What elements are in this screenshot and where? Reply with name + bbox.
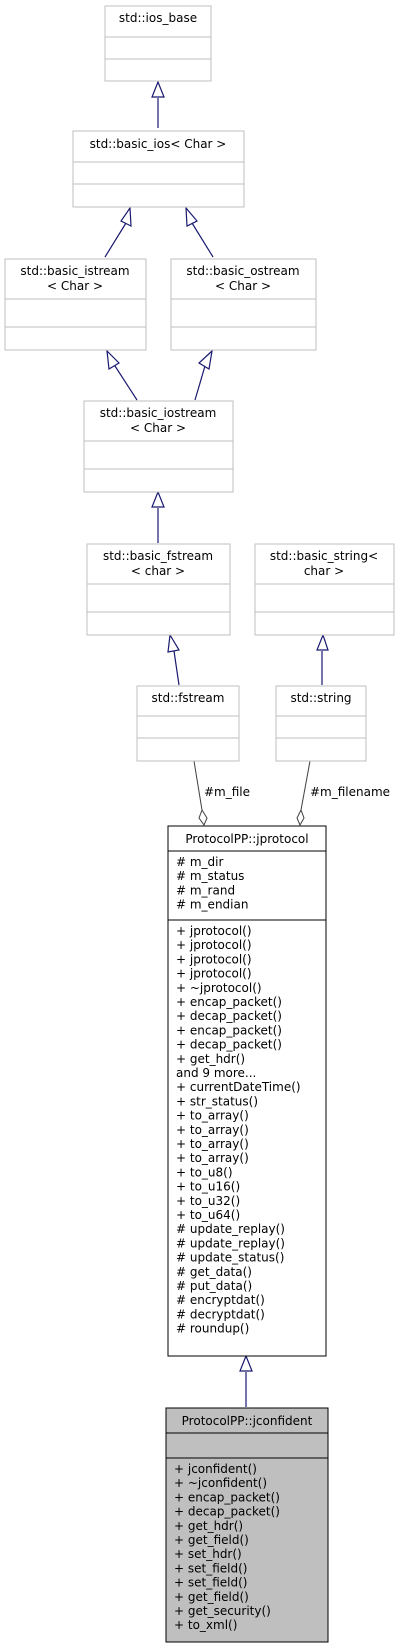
method-item: + to_xml() xyxy=(174,1618,237,1632)
edge-m-file xyxy=(193,760,203,811)
edge-m-filename xyxy=(300,760,311,811)
attribute-item: # m_dir xyxy=(176,855,224,869)
class-title: < Char > xyxy=(47,279,103,293)
method-item: + to_u8() xyxy=(176,1165,233,1179)
class-std-basic-string: std::basic_string< char > xyxy=(254,543,395,636)
method-item: + to_array() xyxy=(176,1137,249,1151)
class-std-string: std::string xyxy=(275,685,367,762)
edge-basic-ostream-to-basic-ios xyxy=(191,222,214,258)
class-title: std::basic_fstream xyxy=(103,549,213,563)
class-title: std::basic_ostream xyxy=(186,264,299,278)
method-item: + decap_packet() xyxy=(176,1009,282,1023)
method-item: + get_hdr() xyxy=(174,1519,243,1533)
class-title: < Char > xyxy=(215,279,271,293)
attribute-list: # m_dir# m_status# m_rand# m_endian xyxy=(176,855,248,912)
class-title: ProtocolPP::jprotocol xyxy=(185,832,308,846)
edge-basic-istream-to-basic-ios xyxy=(104,222,127,258)
method-item: + jprotocol() xyxy=(176,938,252,952)
inheritance-arrow-icon xyxy=(239,1354,253,1372)
edge-basic-iostream-to-basic-ostream xyxy=(194,365,206,401)
class-title: std::basic_ios< Char > xyxy=(90,137,227,151)
method-item: + get_security() xyxy=(174,1604,271,1618)
class-title: std::string xyxy=(290,691,351,705)
method-list: + jprotocol()+ jprotocol()+ jprotocol()+… xyxy=(176,924,301,1336)
inheritance-arrow-icon xyxy=(151,80,165,98)
method-item: + get_field() xyxy=(174,1590,249,1604)
method-item: + get_field() xyxy=(174,1533,249,1547)
inheritance-arrow-icon xyxy=(167,633,180,653)
class-std-basic-ios: std::basic_ios< Char > xyxy=(72,130,245,208)
class-title: ProtocolPP::jconfident xyxy=(182,1414,313,1428)
class-title: std::basic_istream xyxy=(20,264,129,278)
method-item: + ~jprotocol() xyxy=(176,981,262,995)
inheritance-arrow-icon xyxy=(198,349,213,370)
method-item: + to_array() xyxy=(176,1109,249,1123)
attribute-item: # m_endian xyxy=(176,898,248,912)
class-std-basic-iostream: std::basic_iostream < Char > xyxy=(83,400,234,493)
aggregation-edges: #m_file #m_filename xyxy=(193,760,390,827)
class-title: std::basic_string< xyxy=(270,549,378,563)
class-protocolpp-jconfident: ProtocolPP::jconfident + jconfident()+ ~… xyxy=(165,1407,329,1643)
method-item: + currentDateTime() xyxy=(176,1080,301,1094)
method-item: + encap_packet() xyxy=(174,1490,280,1504)
class-protocolpp-jprotocol: ProtocolPP::jprotocol # m_dir# m_status#… xyxy=(167,825,327,1357)
class-std-ios-base: std::ios_base xyxy=(104,5,212,82)
class-std-fstream: std::fstream xyxy=(136,685,240,762)
class-std-basic-ostream: std::basic_ostream < Char > xyxy=(170,258,317,351)
method-item: + to_u32() xyxy=(176,1194,240,1208)
aggregation-diamond-icon xyxy=(296,808,305,827)
inheritance-arrow-icon xyxy=(151,490,165,508)
method-item: # update_replay() xyxy=(176,1236,285,1250)
method-item: + to_array() xyxy=(176,1123,249,1137)
method-item: # update_replay() xyxy=(176,1222,285,1236)
method-item: + set_field() xyxy=(174,1561,247,1575)
attribute-item: # m_status xyxy=(176,869,244,883)
method-item: # roundup() xyxy=(176,1322,249,1336)
method-item: + jprotocol() xyxy=(176,967,252,981)
method-item: + to_u64() xyxy=(176,1208,240,1222)
method-item: + encap_packet() xyxy=(176,995,282,1009)
method-item: + set_hdr() xyxy=(174,1547,242,1561)
method-item: + decap_packet() xyxy=(174,1505,280,1519)
class-title: < Char > xyxy=(130,421,186,435)
edge-label-m-file: #m_file xyxy=(204,785,250,799)
class-title: std::basic_iostream xyxy=(100,406,217,420)
method-item: + decap_packet() xyxy=(176,1038,282,1052)
method-item: + jconfident() xyxy=(174,1462,257,1476)
inheritance-arrow-icon xyxy=(106,349,120,370)
class-title: std::fstream xyxy=(152,691,225,705)
aggregation-diamond-icon xyxy=(198,808,208,827)
edge-fstream-to-basic-fstream xyxy=(173,650,180,686)
class-title: char > xyxy=(304,564,344,578)
method-item: + to_u16() xyxy=(176,1180,240,1194)
method-item: + str_status() xyxy=(176,1094,258,1108)
method-list: + jconfident()+ ~jconfident()+ encap_pac… xyxy=(174,1462,280,1632)
method-item: + jprotocol() xyxy=(176,924,252,938)
class-std-basic-fstream: std::basic_fstream < char > xyxy=(86,543,231,636)
method-item: # put_data() xyxy=(176,1279,252,1293)
class-title: std::ios_base xyxy=(119,11,197,25)
method-item: # decryptdat() xyxy=(176,1307,265,1321)
method-item: + to_array() xyxy=(176,1151,249,1165)
method-item: + jprotocol() xyxy=(176,952,252,966)
method-item: + encap_packet() xyxy=(176,1023,282,1037)
method-item: + ~jconfident() xyxy=(174,1476,267,1490)
method-item: # update_status() xyxy=(176,1251,284,1265)
method-item: # get_data() xyxy=(176,1265,252,1279)
edge-basic-iostream-to-basic-istream xyxy=(114,365,138,401)
inheritance-arrow-icon xyxy=(185,206,198,227)
edge-label-m-filename: #m_filename xyxy=(310,785,390,799)
inheritance-arrow-icon xyxy=(120,206,132,227)
method-item: and 9 more... xyxy=(176,1066,256,1080)
inheritance-edges xyxy=(104,80,329,1407)
method-item: + get_hdr() xyxy=(176,1052,245,1066)
class-std-basic-istream: std::basic_istream < Char > xyxy=(4,258,147,351)
method-item: # encryptdat() xyxy=(176,1293,265,1307)
attribute-item: # m_rand xyxy=(176,883,235,897)
inheritance-arrow-icon xyxy=(316,633,329,651)
method-item: + set_field() xyxy=(174,1576,247,1590)
class-title: < char > xyxy=(131,564,185,578)
